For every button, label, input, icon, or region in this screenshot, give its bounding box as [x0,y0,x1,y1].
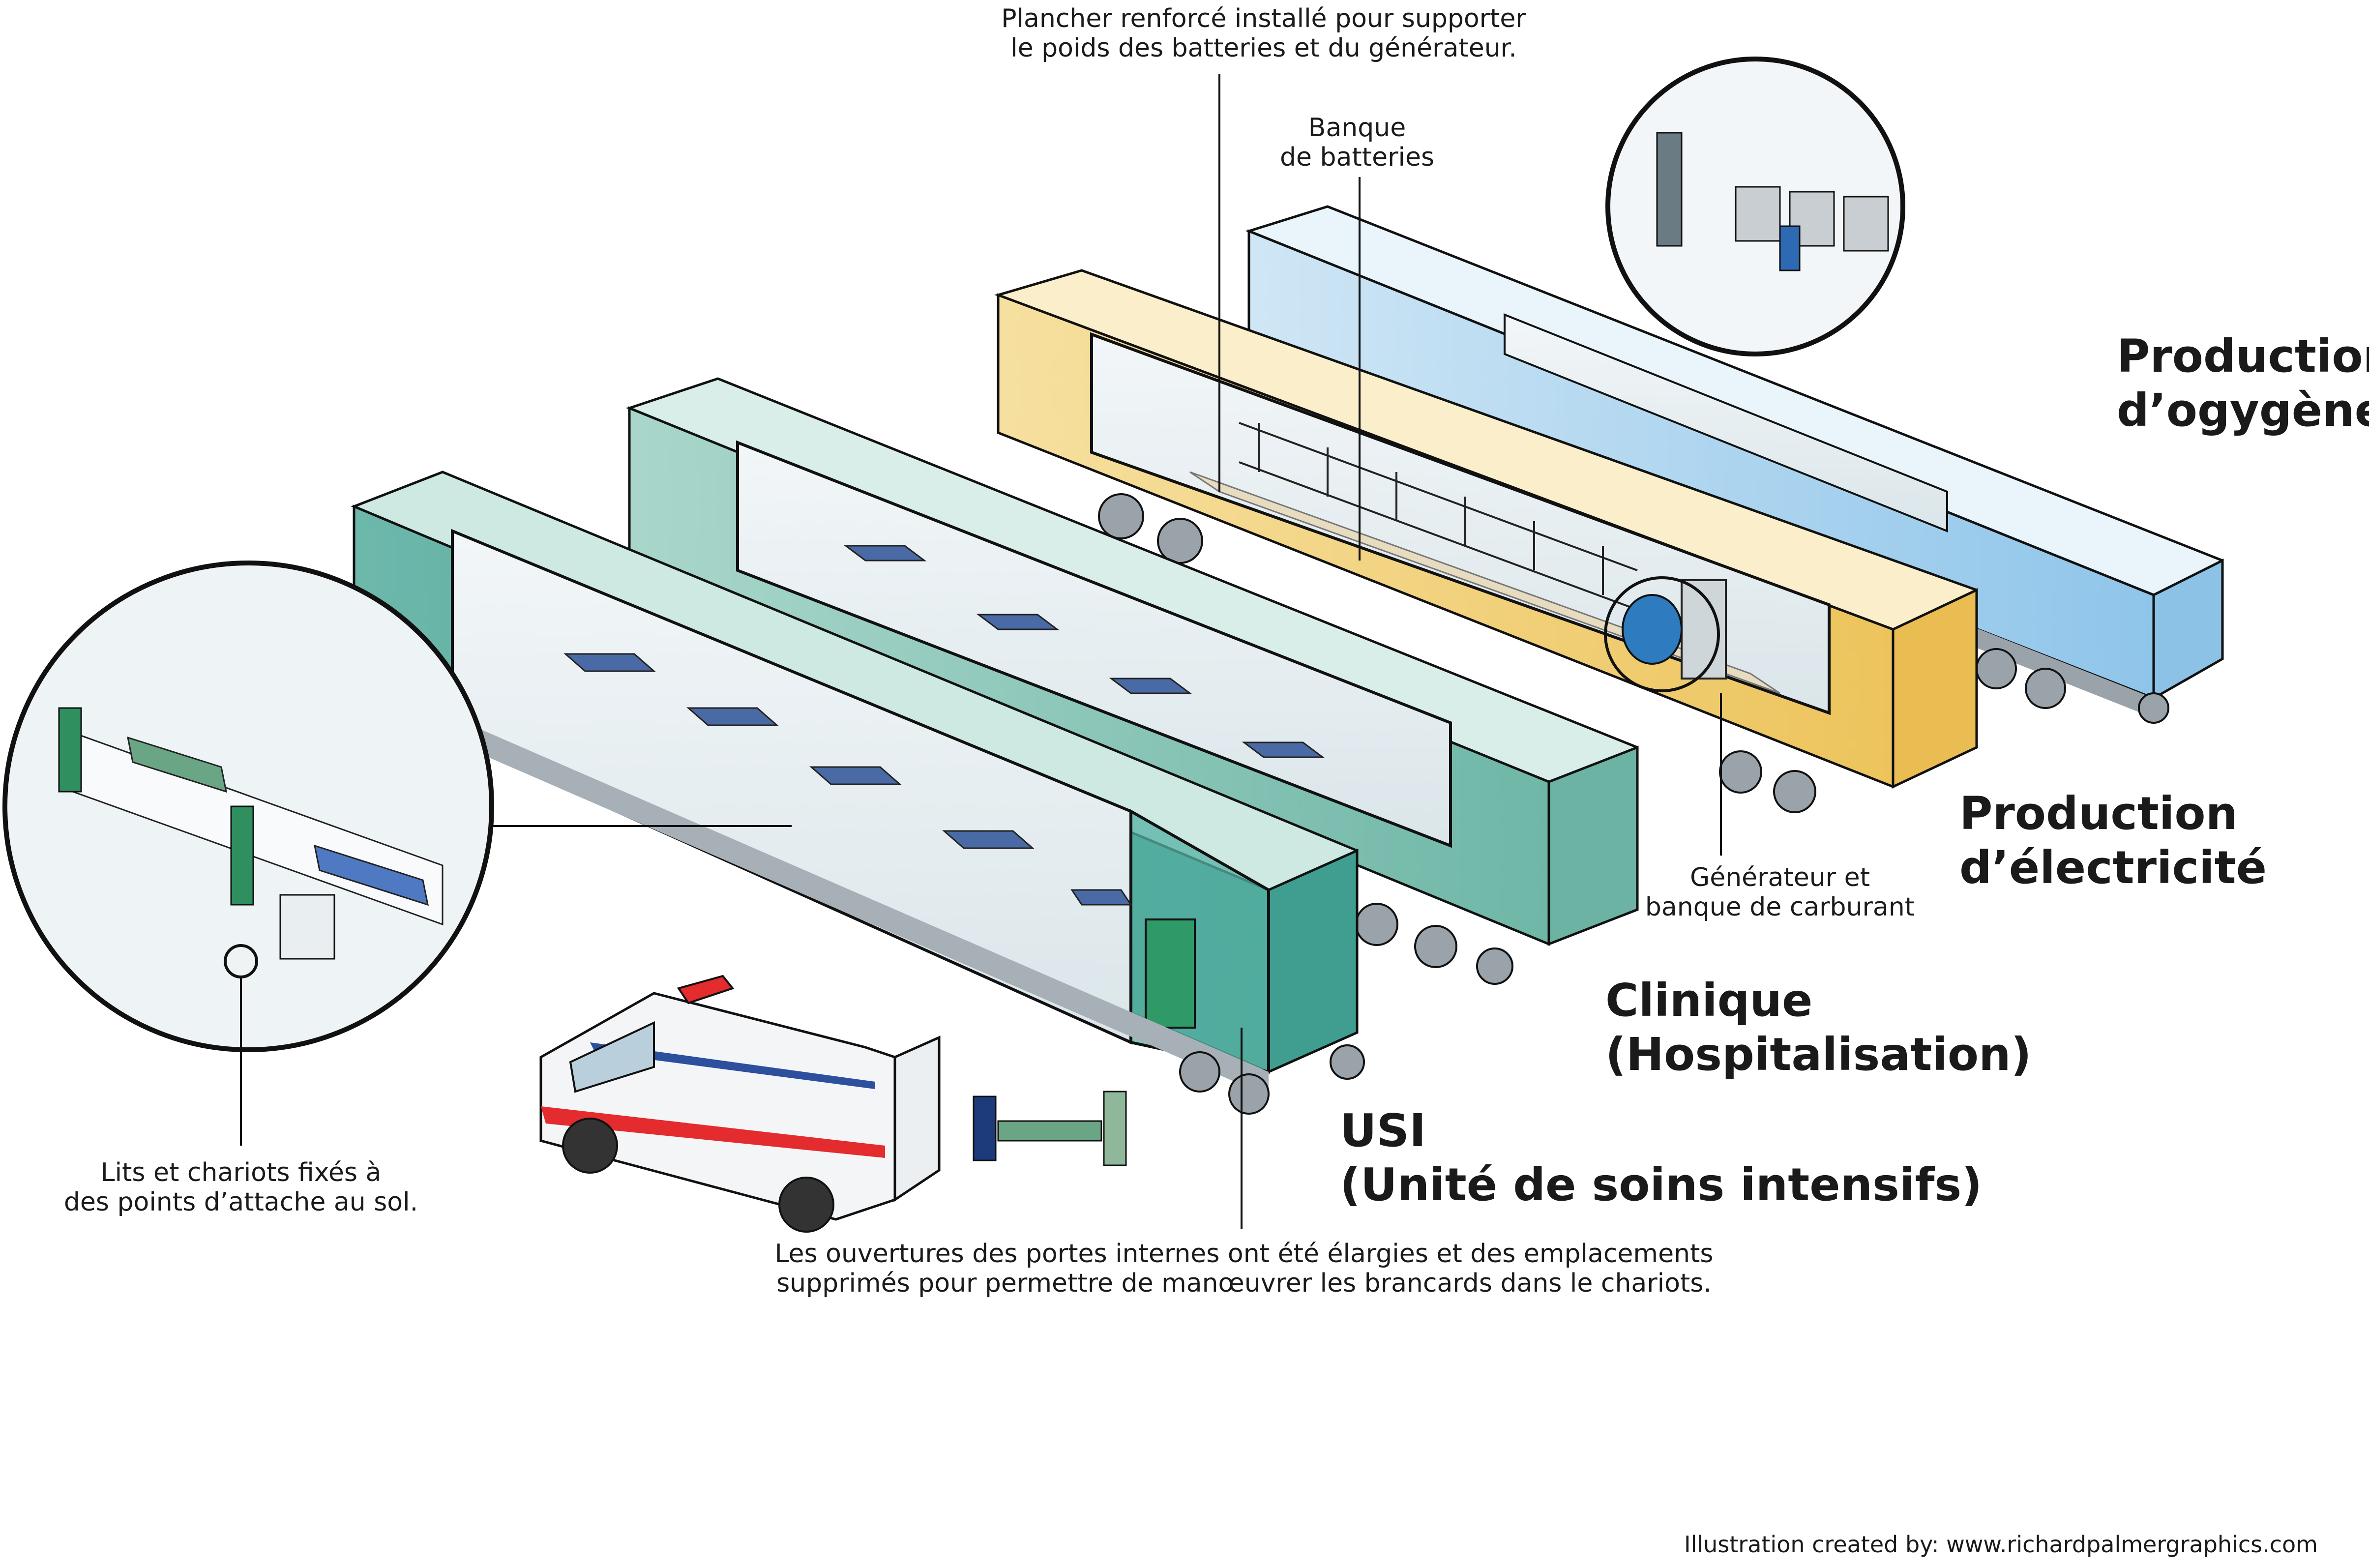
fixed-beds-label: Lits et chariots fixés à des points d’at… [63,1158,418,1217]
ambulance [539,975,941,1233]
clinic-car [625,377,1639,985]
fuel-tank [1622,594,1683,665]
icu-car [351,471,1365,1115]
electricity-car-wheels [1098,493,1816,813]
oxygen-car-end [2152,558,2224,701]
ambulance-body [539,992,896,1221]
floor-note: Plancher renforcé installé pour supporte… [1001,4,1526,63]
stretcher [997,1120,1102,1142]
battery-bank-racks [1239,422,1638,611]
ambulance-windshield [569,1021,655,1093]
fixed-beds-magnifier [2,561,494,1052]
doors-note: Les ouvertures des portes internes ont é… [774,1239,1714,1299]
battery-bank-label: Banque de batteries [1279,113,1435,173]
generator-label: Générateur et banque de carburant [1645,863,1915,922]
oxygen-car-wheels [1976,648,2169,724]
oxygen-concentrator-magnifier [1605,57,1905,356]
icu-car-end [1267,849,1359,1074]
icu-beds [563,653,1132,906]
paramedic-right [1103,1091,1127,1166]
widened-door [1145,918,1196,1029]
clinic-beds [843,545,1325,758]
illustration-credit: Illustration created by: www.richardpalm… [1684,1531,2318,1558]
stretcher-team [973,1091,1127,1166]
icu-car-underframe [364,679,1269,1096]
generator-callout-circle [1604,576,1720,692]
ambulance-rear-door [893,1035,941,1202]
electricity-car [994,269,1978,813]
ambulance-light-bar [677,975,735,1005]
title-oxygen: Production d’ogygène [2117,330,2369,437]
leader-lines [240,74,1722,1229]
title-electricity: Production d’électricité [1959,787,2267,894]
oxygen-car-interior [1504,313,1948,533]
ambulance-wheels [562,1118,834,1233]
icu-car-wheels [1179,1044,1365,1115]
title-icu: USI (Unité de soins intensifs) [1340,1104,1983,1212]
ambulance-blue-stripe [590,1042,875,1089]
ambulance-red-stripe [541,1106,885,1158]
paramedic-left [973,1095,997,1161]
title-clinic: Clinique (Hospitalisation) [1605,974,2032,1081]
clinic-car-end [1547,745,1639,946]
clinic-car-wheels [1355,903,1513,985]
electricity-car-end [1892,588,1978,789]
